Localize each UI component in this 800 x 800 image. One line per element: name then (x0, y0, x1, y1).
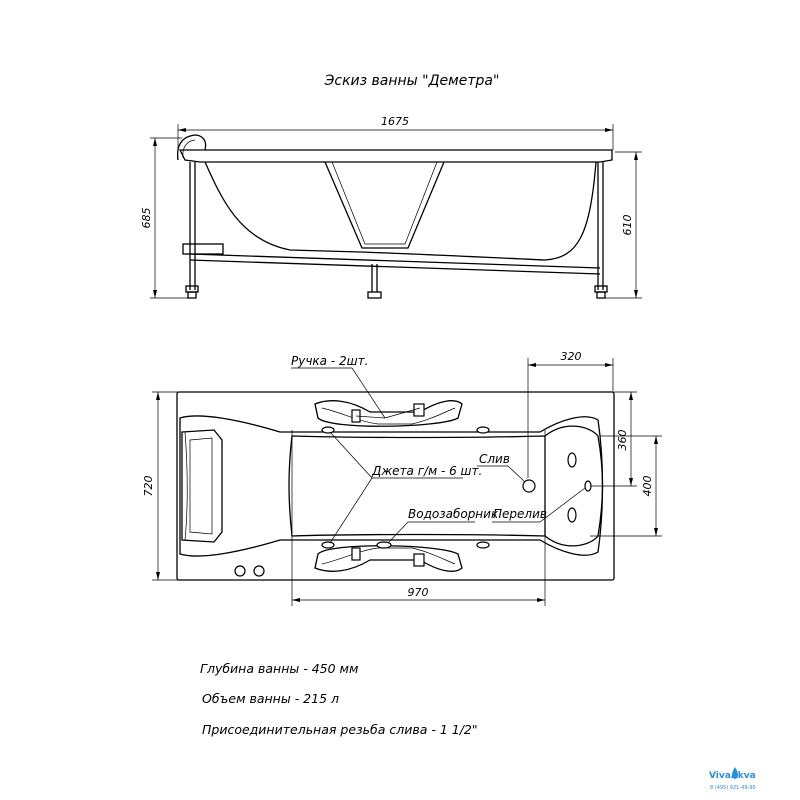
dim-width-label: 720 (142, 476, 155, 497)
side-view: 1675 685 610 (140, 115, 642, 299)
label-jets: Джета г/м - 6 шт. (371, 464, 482, 478)
top-view: 720 320 360 400 970 (142, 350, 662, 606)
spec-thread: Присоединительная резьба слива - 1 1/2" (202, 722, 478, 737)
specs: Глубина ванны - 450 мм Объем ванны - 215… (200, 661, 478, 737)
dim-height-frame-label: 610 (621, 215, 634, 236)
label-overflow: Перелив (493, 507, 547, 521)
dim-height-total-label: 685 (140, 208, 153, 229)
dim-length-label: 1675 (381, 115, 409, 128)
sketch-title: Эскиз ванны "Деметра" (324, 73, 500, 89)
dim-drain-x-label: 320 (561, 350, 582, 363)
label-handles: Ручка - 2шт. (291, 354, 368, 368)
water-drop-icon (732, 767, 738, 779)
label-intake: Водозаборник (408, 507, 499, 521)
brand-logo: VivaAkva 8 (495) 921-49-90 (709, 767, 756, 791)
dim-drain-y-label: 360 (616, 430, 629, 451)
logo-brand: VivaAkva (709, 771, 756, 781)
dim-overflow-label: 400 (641, 476, 654, 497)
spec-volume: Объем ванны - 215 л (202, 691, 339, 706)
label-drain: Слив (479, 452, 510, 466)
dim-inner-length-label: 970 (408, 586, 429, 599)
spec-depth: Глубина ванны - 450 мм (200, 661, 358, 676)
logo-phone: 8 (495) 921-49-90 (710, 785, 756, 791)
